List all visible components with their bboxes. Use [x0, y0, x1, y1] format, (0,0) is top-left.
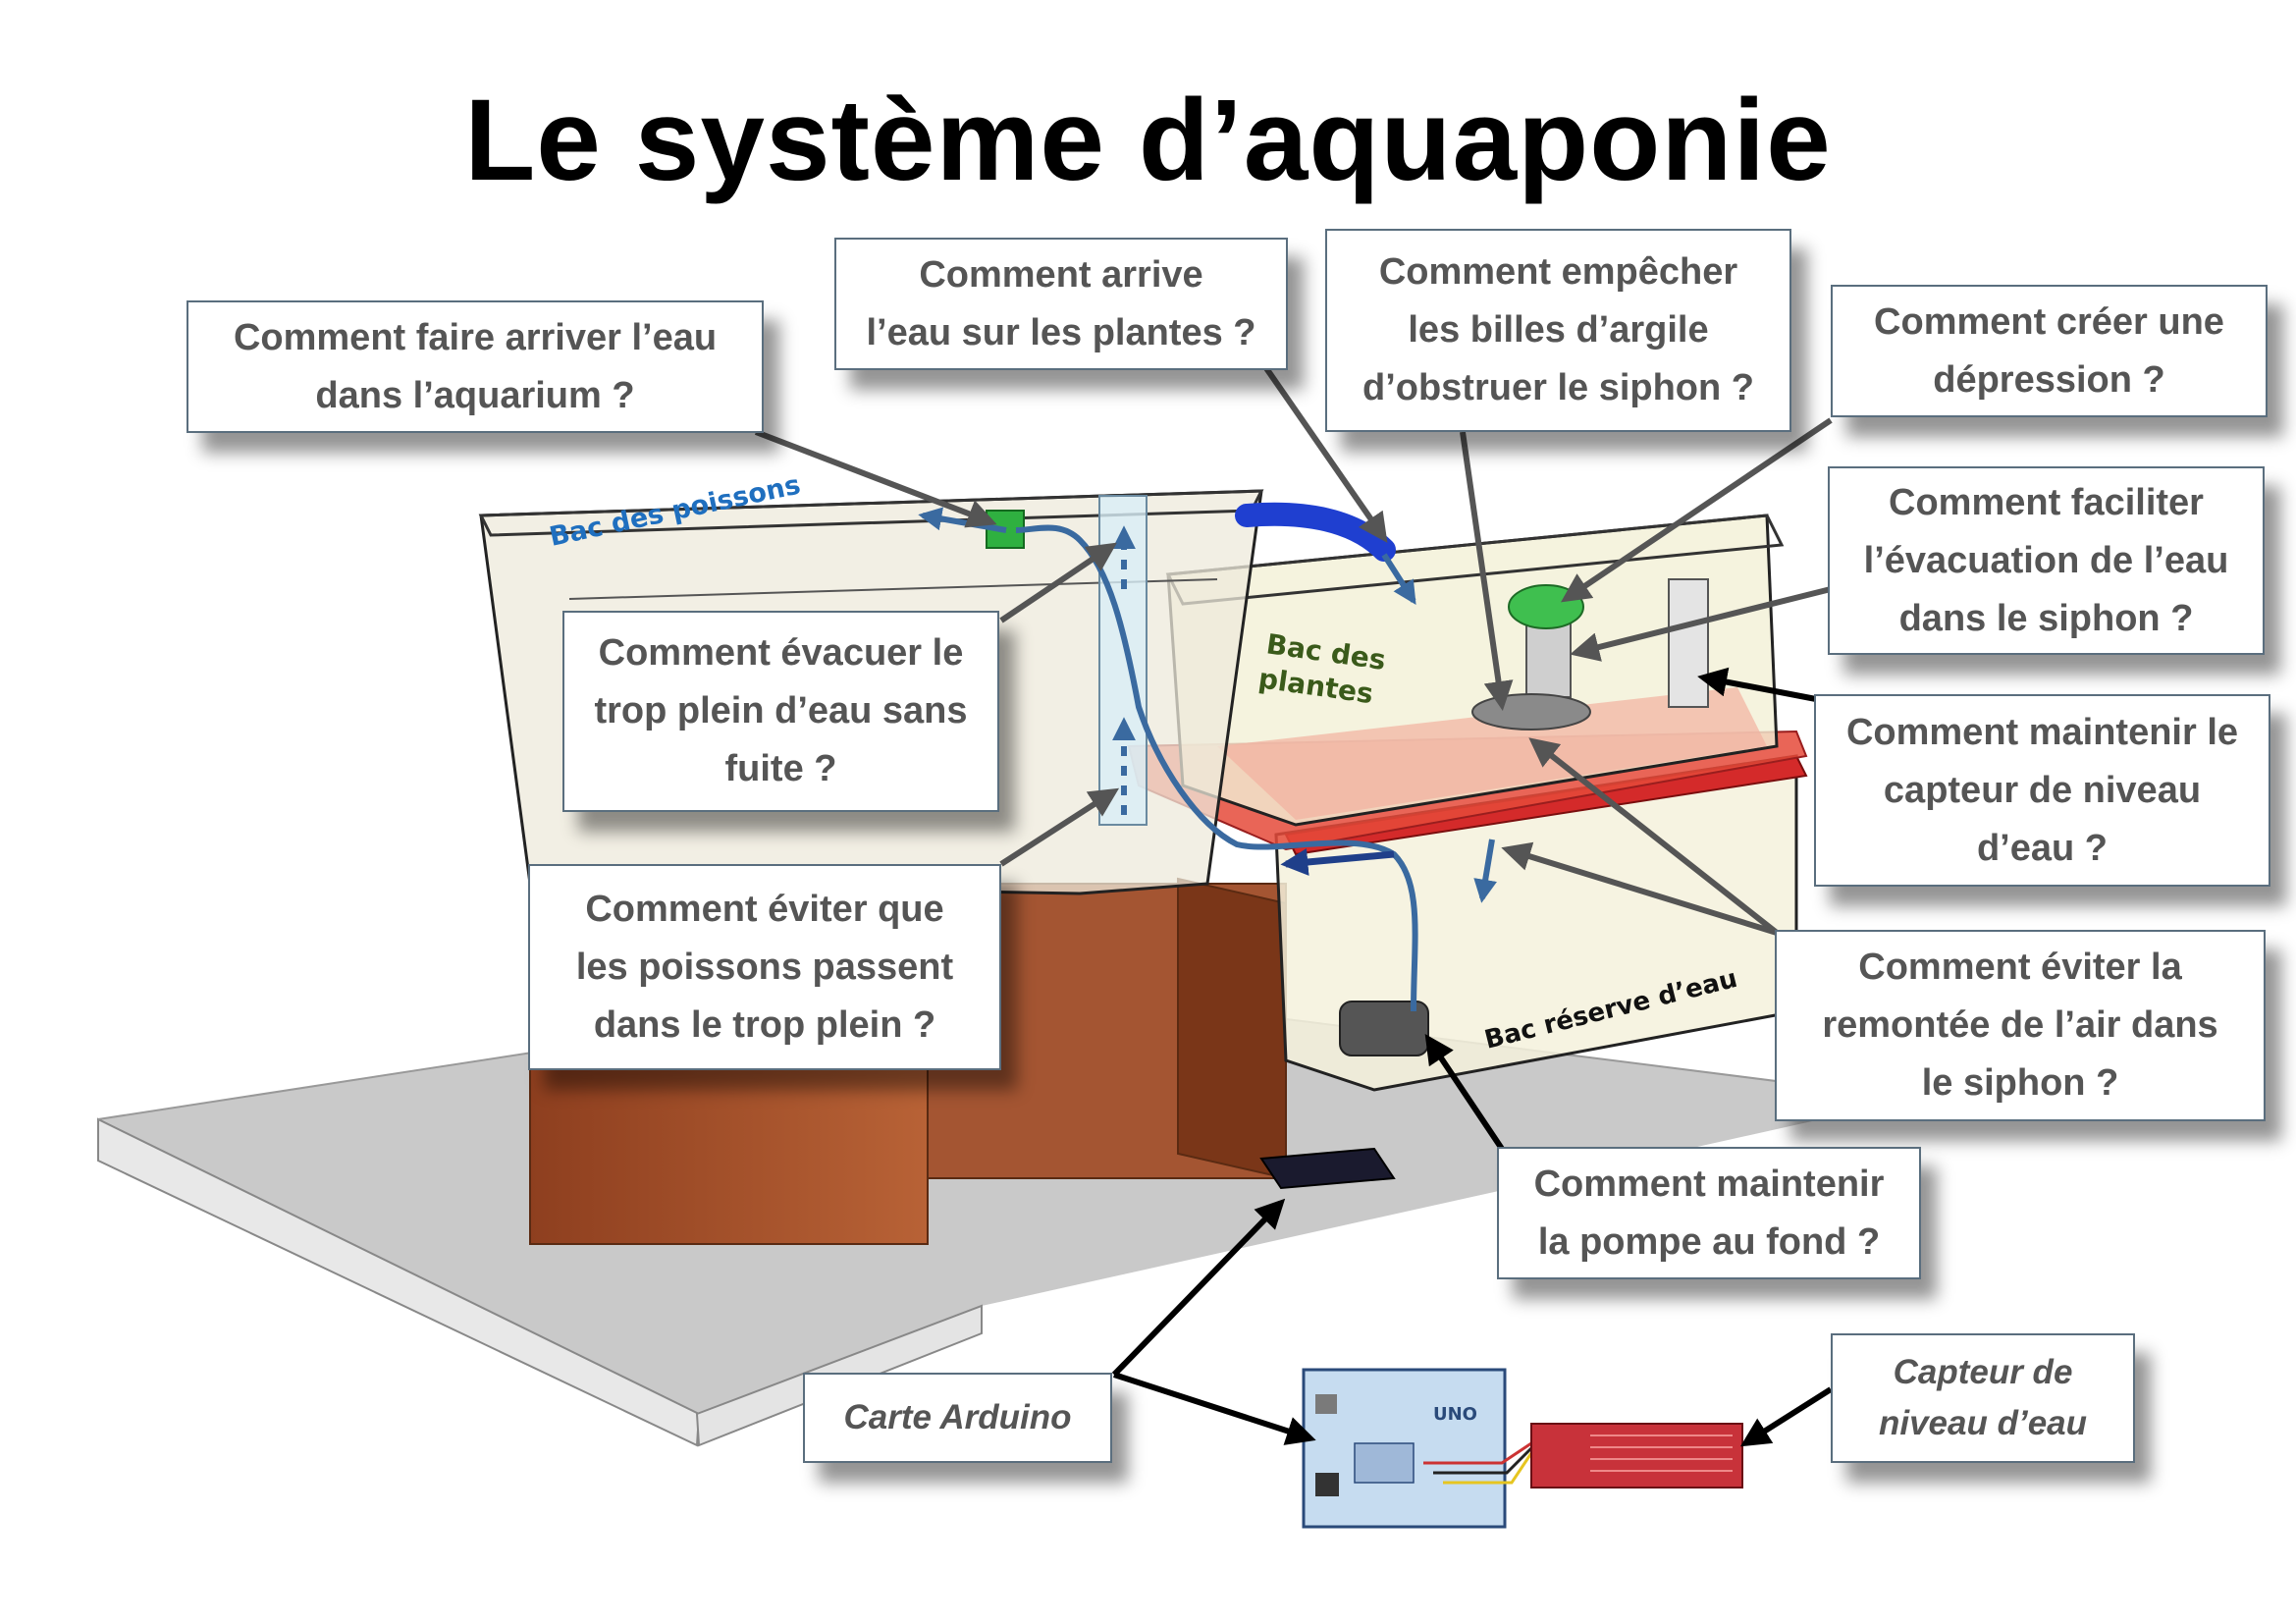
leader-fish-overflow	[999, 787, 1120, 867]
arduino-small	[1259, 1147, 1396, 1190]
water-flow-arrow-drain	[1473, 839, 1497, 903]
leader-inflow	[754, 429, 997, 528]
sensor-wire-yellow	[1443, 1452, 1533, 1485]
leader-air-siphon-2	[1528, 737, 1779, 936]
leader-level-sensor-hold	[1697, 667, 1817, 702]
water-flow-line	[1015, 524, 1418, 1012]
leader-plants-water	[1263, 366, 1388, 543]
water-flow-arrow-plants	[1381, 553, 1416, 606]
pump	[1339, 1001, 1429, 1056]
callout-arduino: Carte Arduino	[803, 1373, 1112, 1463]
plant-tank	[1165, 514, 1785, 827]
page-title: Le système d’aquaponie	[464, 76, 1832, 205]
leader-siphon-evac	[1570, 586, 1832, 662]
leader-pump-bottom	[1424, 1034, 1505, 1151]
leader-depression	[1561, 417, 1833, 603]
arduino-board: UNO	[1302, 1368, 1533, 1529]
sensor-wire-black	[1433, 1446, 1533, 1475]
leader-clay-balls	[1460, 431, 1514, 711]
water-flow-arrow-return	[1280, 848, 1395, 876]
leader-arduino-2	[1113, 1372, 1316, 1445]
sensor-wire-red	[1423, 1441, 1532, 1465]
board-brand: UNO	[1433, 1404, 1477, 1425]
level-sensor-holder	[1668, 578, 1709, 708]
leader-arduino-1	[1111, 1198, 1286, 1378]
leader-air-siphon-1	[1501, 841, 1778, 936]
leader-overflow	[999, 542, 1117, 623]
overflow-hose	[1235, 502, 1396, 562]
level-sensor-board	[1530, 1423, 1743, 1489]
leader-level-sensor	[1739, 1386, 1833, 1447]
